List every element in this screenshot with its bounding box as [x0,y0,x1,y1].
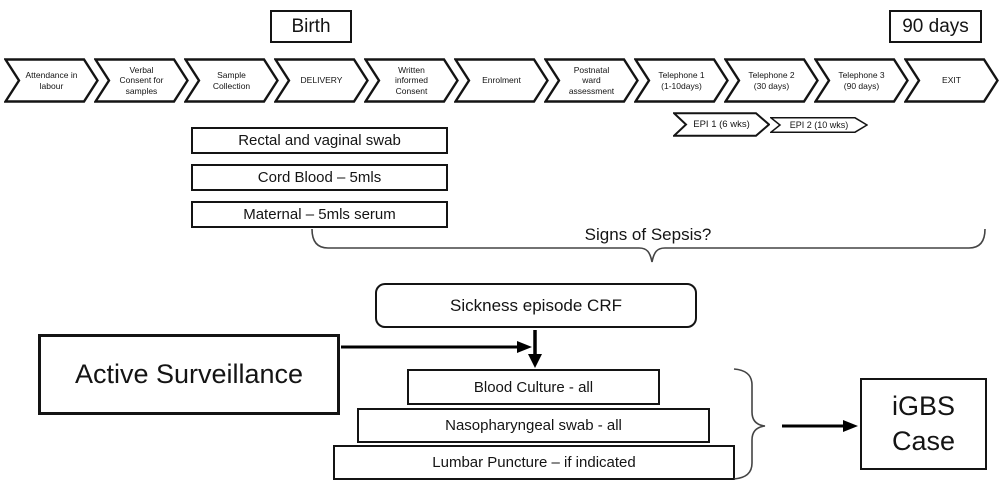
chevron-arrow-icon [94,58,189,103]
flow-step-written-consent: Written informed Consent [364,58,459,103]
chevron-arrow-icon [904,58,999,103]
flow-step-label: Verbal Consent for samples [119,65,164,96]
chevron-arrow-icon [274,58,369,103]
chevron-arrow-icon [673,112,770,137]
investigation-box-nasopharyngeal-swab: Nasopharyngeal swab - all [357,408,710,443]
crf-down-arrow [528,330,542,368]
flow-step-label: DELIVERY [300,75,343,86]
chevron-arrow-icon [364,58,459,103]
epi-step-label: EPI 1 (6 wks) [693,118,750,130]
chevron-arrow-icon [814,58,909,103]
flow-step-label: Telephone 2 (30 days) [748,70,795,91]
chevron-arrow-icon [4,58,99,103]
flow-step-attendance-in-labour: Attendance in labour [4,58,99,103]
birth-milestone-box: Birth [270,10,352,43]
flow-step-postnatal-ward: Postnatal ward assessment [544,58,639,103]
chevron-arrow-icon [634,58,729,103]
chevron-arrow-icon [544,58,639,103]
investigation-box-lumbar-puncture: Lumbar Puncture – if indicated [333,445,735,480]
chevron-arrow-icon [770,117,868,133]
flow-step-sample-collection: Sample Collection [184,58,279,103]
sickness-episode-crf-box: Sickness episode CRF [375,283,697,328]
chevron-arrow-icon [454,58,549,103]
sepsis-question-label: Signs of Sepsis? [584,225,712,244]
igbs-case-box: iGBS Case [860,378,987,470]
investigations-brace [733,368,766,480]
chevron-arrow-icon [724,58,819,103]
flow-step-label: Sample Collection [212,70,251,91]
surveillance-arrow [341,341,532,353]
flow-step-label: Enrolment [482,75,521,86]
epi-step-2: EPI 2 (10 wks) [770,117,868,133]
day90-milestone-box: 90 days [889,10,982,43]
igbs-arrow [782,420,858,432]
flow-step-telephone-3: Telephone 3 (90 days) [814,58,909,103]
sample-box-rectal-vaginal-swab: Rectal and vaginal swab [191,127,448,154]
chevron-arrow-icon [184,58,279,103]
flow-step-label: Postnatal ward assessment [568,65,615,96]
epi-step-1: EPI 1 (6 wks) [673,112,770,137]
flow-step-telephone-1: Telephone 1 (1-10days) [634,58,729,103]
flow-step-exit: EXIT [904,58,999,103]
sample-box-cord-blood: Cord Blood – 5mls [191,164,448,191]
epi-step-label: EPI 2 (10 wks) [789,119,849,130]
investigation-box-blood-culture: Blood Culture - all [407,369,660,405]
sample-box-maternal-serum: Maternal – 5mls serum [191,201,448,228]
active-surveillance-box: Active Surveillance [38,334,340,415]
flow-step-label: Written informed Consent [394,65,429,96]
flow-step-telephone-2: Telephone 2 (30 days) [724,58,819,103]
flow-step-label: Telephone 3 (90 days) [838,70,885,91]
flow-step-label: Telephone 1 (1-10days) [658,70,705,91]
flow-step-delivery: DELIVERY [274,58,369,103]
flow-step-label: EXIT [942,75,961,86]
flow-step-label: Attendance in labour [25,70,78,91]
flow-step-enrolment: Enrolment [454,58,549,103]
flow-step-verbal-consent: Verbal Consent for samples [94,58,189,103]
